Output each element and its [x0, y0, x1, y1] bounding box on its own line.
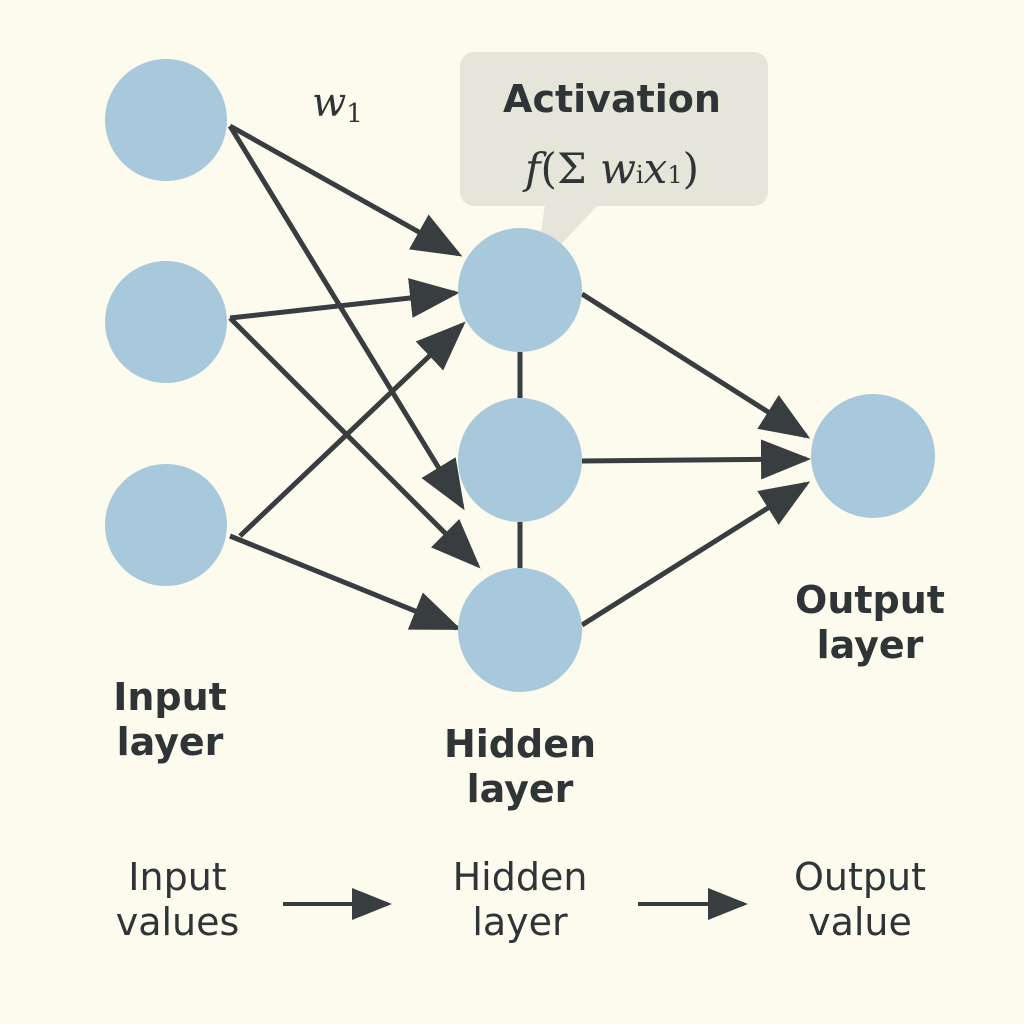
input-layer-label-line2: layer: [116, 719, 224, 764]
input-layer-label-line1: Input: [113, 675, 227, 719]
activation-formula: f(Σ wix1): [522, 144, 699, 193]
edge-h3-o: [580, 481, 811, 628]
callout-box: [460, 52, 768, 206]
output-layer-label-line2: layer: [816, 622, 924, 667]
formula-close-paren: ): [683, 144, 699, 193]
formula-input: x: [644, 144, 668, 193]
callout-title: Activation: [503, 77, 721, 121]
flow-input-line1: Input: [128, 855, 227, 899]
output-layer-nodes: [811, 394, 935, 518]
hidden-to-output-edges: [580, 291, 811, 628]
flow-output-line1: Output: [794, 855, 926, 899]
hidden-node-2: [458, 398, 582, 522]
hidden-layer-nodes: [458, 228, 582, 692]
edge-h2-o: [581, 439, 811, 480]
formula-weight: w: [600, 144, 636, 193]
activation-callout: Activation f(Σ wix1): [460, 52, 768, 272]
hidden-layer-label-line2: layer: [466, 766, 574, 811]
edge-i2-h3: [228, 316, 481, 569]
edge-i3-h3: [229, 533, 462, 631]
flow-hidden-layer-label: Hidden layer: [410, 855, 630, 945]
output-layer-label-line1: Output: [795, 578, 945, 622]
hidden-layer-label: Hidden layer: [410, 722, 630, 812]
flow-hidden-line1: Hidden: [452, 855, 588, 899]
input-node-2: [105, 261, 227, 383]
flow-hidden-line2: layer: [472, 899, 568, 944]
flow-output-line2: value: [808, 899, 912, 944]
input-layer-label: Input layer: [70, 675, 270, 765]
weight-label: w1: [312, 80, 363, 129]
edge-h1-o: [580, 291, 811, 439]
weight-symbol: w: [312, 80, 346, 126]
edge-i3-h1: [238, 321, 466, 538]
input-to-hidden-edges: [227, 123, 481, 631]
flow-output-value-label: Output value: [755, 855, 965, 945]
formula-input-subscript: 1: [667, 161, 682, 189]
edge-i2-h1: [229, 278, 460, 321]
input-node-1: [105, 59, 227, 181]
formula-open-paren: (: [541, 144, 557, 193]
hidden-node-3: [458, 568, 582, 692]
formula-weight-subscript: i: [636, 161, 644, 189]
edge-i1-h1: [228, 123, 463, 257]
weight-subscript: 1: [346, 99, 363, 129]
input-node-3: [105, 464, 227, 586]
edge-i1-h2: [227, 124, 465, 511]
input-layer-nodes: [105, 59, 227, 586]
formula-sum-sign: Σ: [557, 144, 587, 193]
flow-input-line2: values: [115, 899, 240, 944]
flow-input-values-label: Input values: [70, 855, 285, 945]
hidden-layer-label-line1: Hidden: [443, 722, 597, 766]
hidden-node-1: [458, 228, 582, 352]
output-layer-label: Output layer: [765, 578, 975, 668]
output-node: [811, 394, 935, 518]
